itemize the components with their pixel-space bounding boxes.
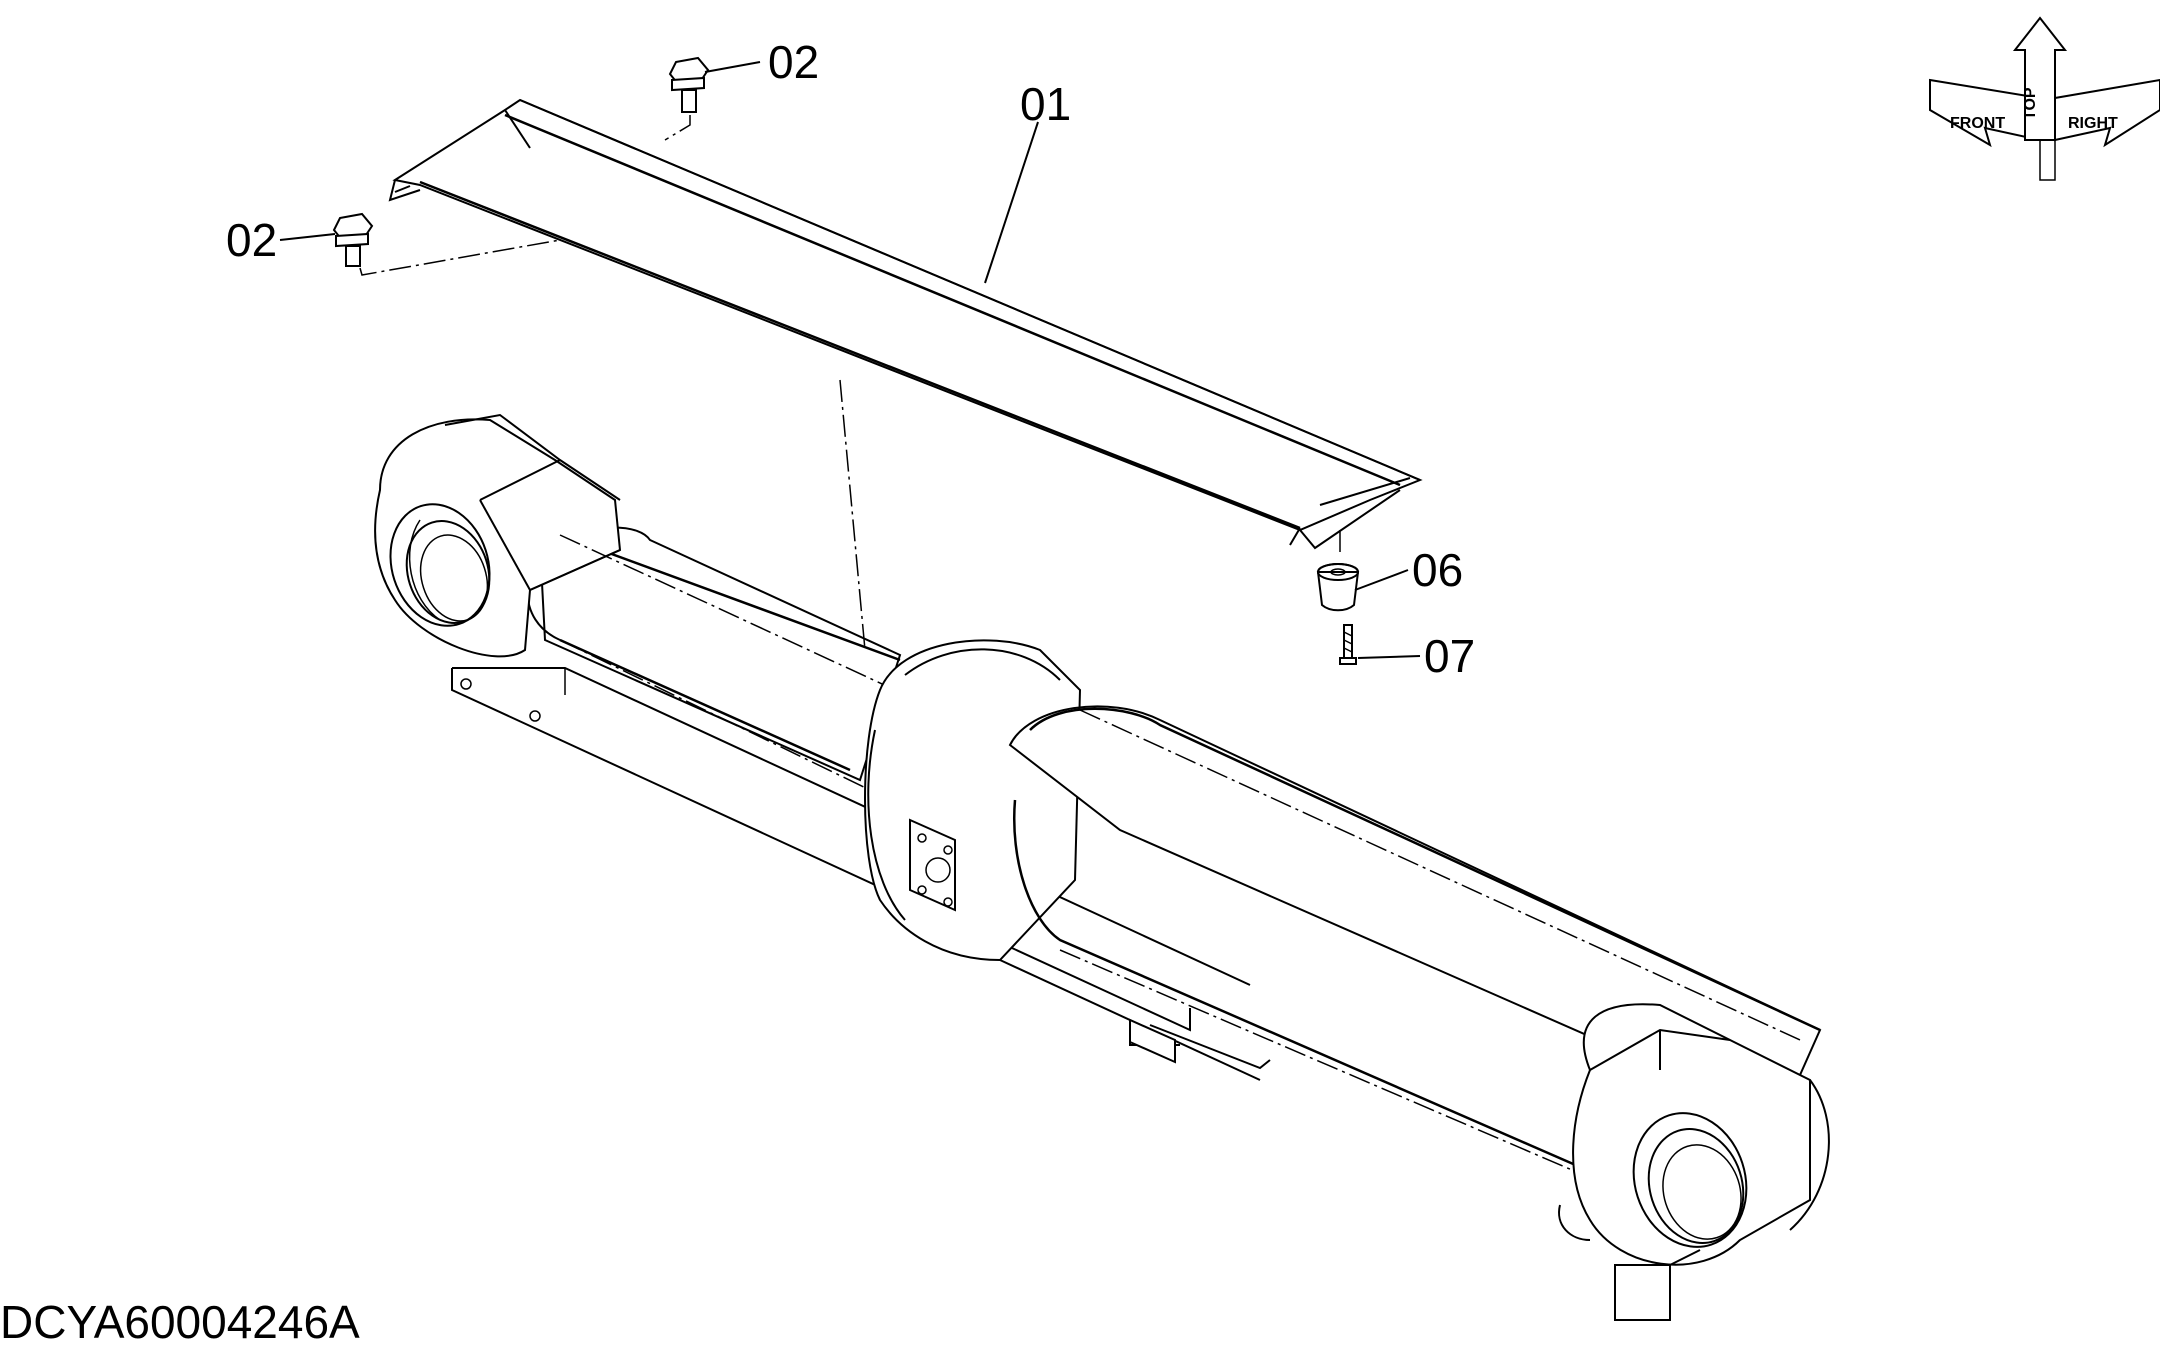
screw (1339, 624, 1357, 665)
orientation-top-label: TOP (2022, 87, 2039, 120)
callout-06: 06 (1354, 544, 1463, 596)
bolt-left (332, 212, 561, 276)
callout-label: 02 (226, 214, 277, 266)
cover-plate (388, 98, 1423, 651)
callout-01: 01 (984, 78, 1071, 284)
callout-02-left: 02 (226, 214, 336, 266)
callout-label: 01 (1020, 78, 1071, 130)
orientation-front-label: FRONT (1950, 115, 2005, 132)
callout-label: 02 (768, 36, 819, 88)
drawing-id: DCYA60004246A (0, 1296, 360, 1345)
bolt-top (664, 56, 710, 141)
rubber-stopper (1316, 530, 1360, 612)
rod-end-eye (374, 413, 622, 658)
hydraulic-cylinder (374, 413, 1830, 1321)
callout-02-top: 02 (704, 36, 819, 88)
callout-label: 07 (1424, 630, 1475, 682)
callout-label: 06 (1412, 544, 1463, 596)
callout-07: 07 (1357, 630, 1475, 682)
head-end-eye (1558, 1003, 1830, 1321)
orientation-right-label: RIGHT (2068, 115, 2118, 132)
orientation-indicator: FRONT TOP RIGHT (1929, 16, 2160, 181)
